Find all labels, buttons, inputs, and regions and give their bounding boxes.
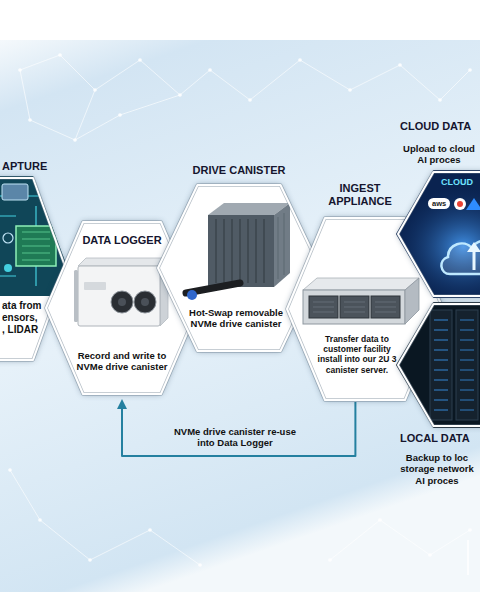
arrow-head: [117, 399, 127, 409]
drive-canister: [186, 203, 290, 300]
cloud-data-hexagon: CLOUD DATAUpload to cloud AI proces: [396, 170, 480, 298]
server-rack-photo: [396, 302, 480, 428]
aws-logo-text: aws: [428, 198, 450, 209]
node-heading: APTURE: [2, 160, 47, 173]
node-description: Transfer data to customer facility insta…: [311, 334, 403, 375]
node-heading: DRIVE CANISTER: [139, 164, 339, 177]
node-heading: INGEST APPLIANCE: [320, 182, 400, 208]
node-description: Hot-Swap removable NVMe drive canister: [186, 307, 286, 330]
node-heading: LOCAL DATA: [400, 432, 470, 445]
background-panel: [0, 40, 480, 592]
network-dots: [8, 53, 472, 567]
local-data-hexagon: LOCAL DATABackup to loc storage network …: [396, 302, 480, 428]
ingest-server: [303, 278, 419, 324]
connector-line: [122, 402, 355, 456]
cloud-illustration: [396, 170, 480, 298]
cloud-photo: [396, 170, 480, 298]
node-heading: DATA LOGGER: [44, 234, 200, 247]
hexagon-outline: [396, 170, 480, 298]
connector-label: NVMe drive canister re-use into Data Log…: [170, 426, 300, 449]
node-description: Upload to cloud AI proces: [400, 143, 478, 166]
server-racks: [396, 302, 480, 428]
node-description: Backup to loc storage network AI proces: [398, 452, 476, 486]
node-description: Record and write to NVMe drive canister: [72, 350, 172, 373]
return-arrow: [117, 399, 355, 456]
hexagon-outline: [396, 302, 480, 428]
node-description: ata from ensors, , LIDAR: [2, 300, 43, 336]
cloud-logo-text: CLOUD: [441, 177, 473, 188]
node-heading: CLOUD DATA: [400, 120, 471, 133]
light-streak: [467, 540, 469, 575]
data-logger-device: [74, 258, 168, 326]
